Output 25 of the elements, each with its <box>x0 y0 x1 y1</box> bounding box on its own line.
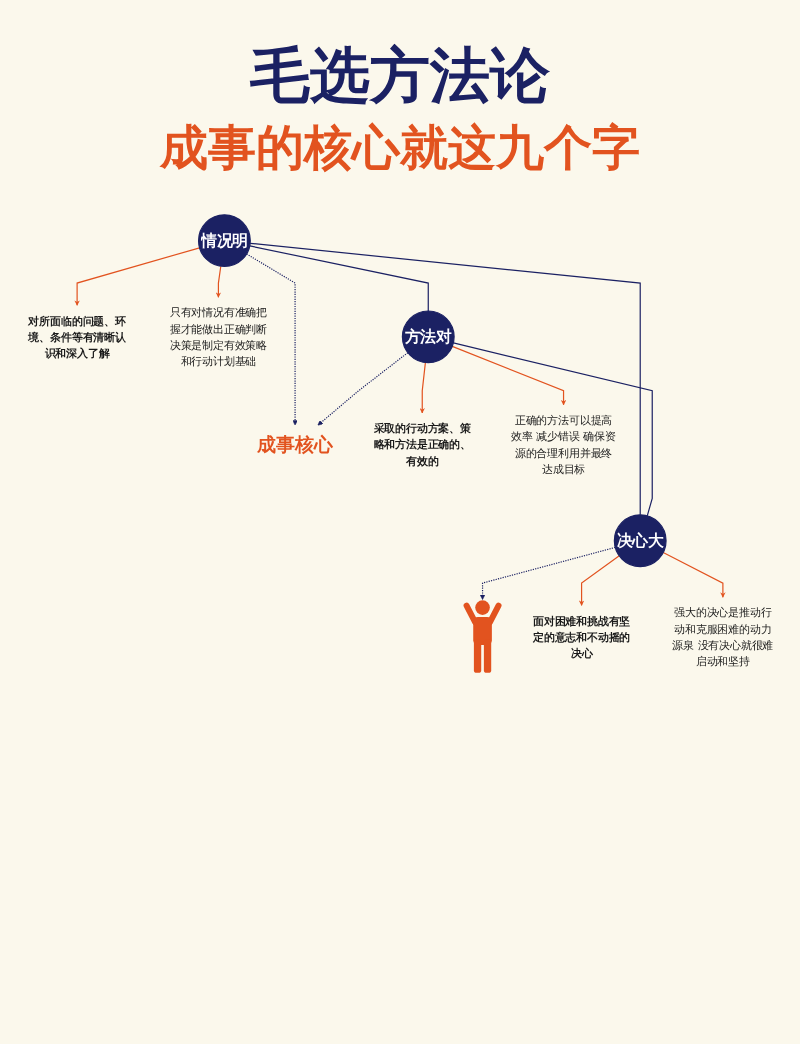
node-person <box>462 599 503 675</box>
node-text: 只有对情况有准确把握才能做出正确判断决策是制定有效策略和行动计划基础 <box>169 306 268 368</box>
node-circle: 情况明 <box>197 214 251 268</box>
arrow <box>578 555 620 606</box>
node-text: 对所面临的问题、环境、条件等有清晰认识和深入了解 <box>28 314 126 360</box>
connector <box>452 342 653 517</box>
arrow <box>215 265 222 298</box>
arrow <box>662 551 726 598</box>
node-text: 采取的行动方案、策略和方法是正确的、有效的 <box>373 421 471 468</box>
arrow <box>479 546 616 600</box>
arrow <box>246 253 298 426</box>
node-text: 正确的方法可以提高效率 减少错误 确保资源的合理利用并最终达成目标 <box>511 413 616 476</box>
title: 毛选方法论 <box>250 40 550 110</box>
connector <box>249 245 429 312</box>
arrow <box>317 352 409 426</box>
arrow <box>419 361 426 414</box>
arrow <box>74 247 201 306</box>
subtitle: 成事的核心就这九个字 <box>160 118 640 176</box>
node-circle: 方法对 <box>401 310 455 364</box>
node-text: 强大的决心是推动行动和克服困难的动力源泉 没有决心就很难启动和坚持 <box>672 606 774 668</box>
connector <box>249 242 641 516</box>
arrow <box>451 345 567 406</box>
node-text: 面对困难和挑战有坚定的意志和不动摇的决心 <box>532 614 631 660</box>
node-text: 成事核心 <box>256 433 334 456</box>
node-circle: 决心大 <box>613 514 667 568</box>
